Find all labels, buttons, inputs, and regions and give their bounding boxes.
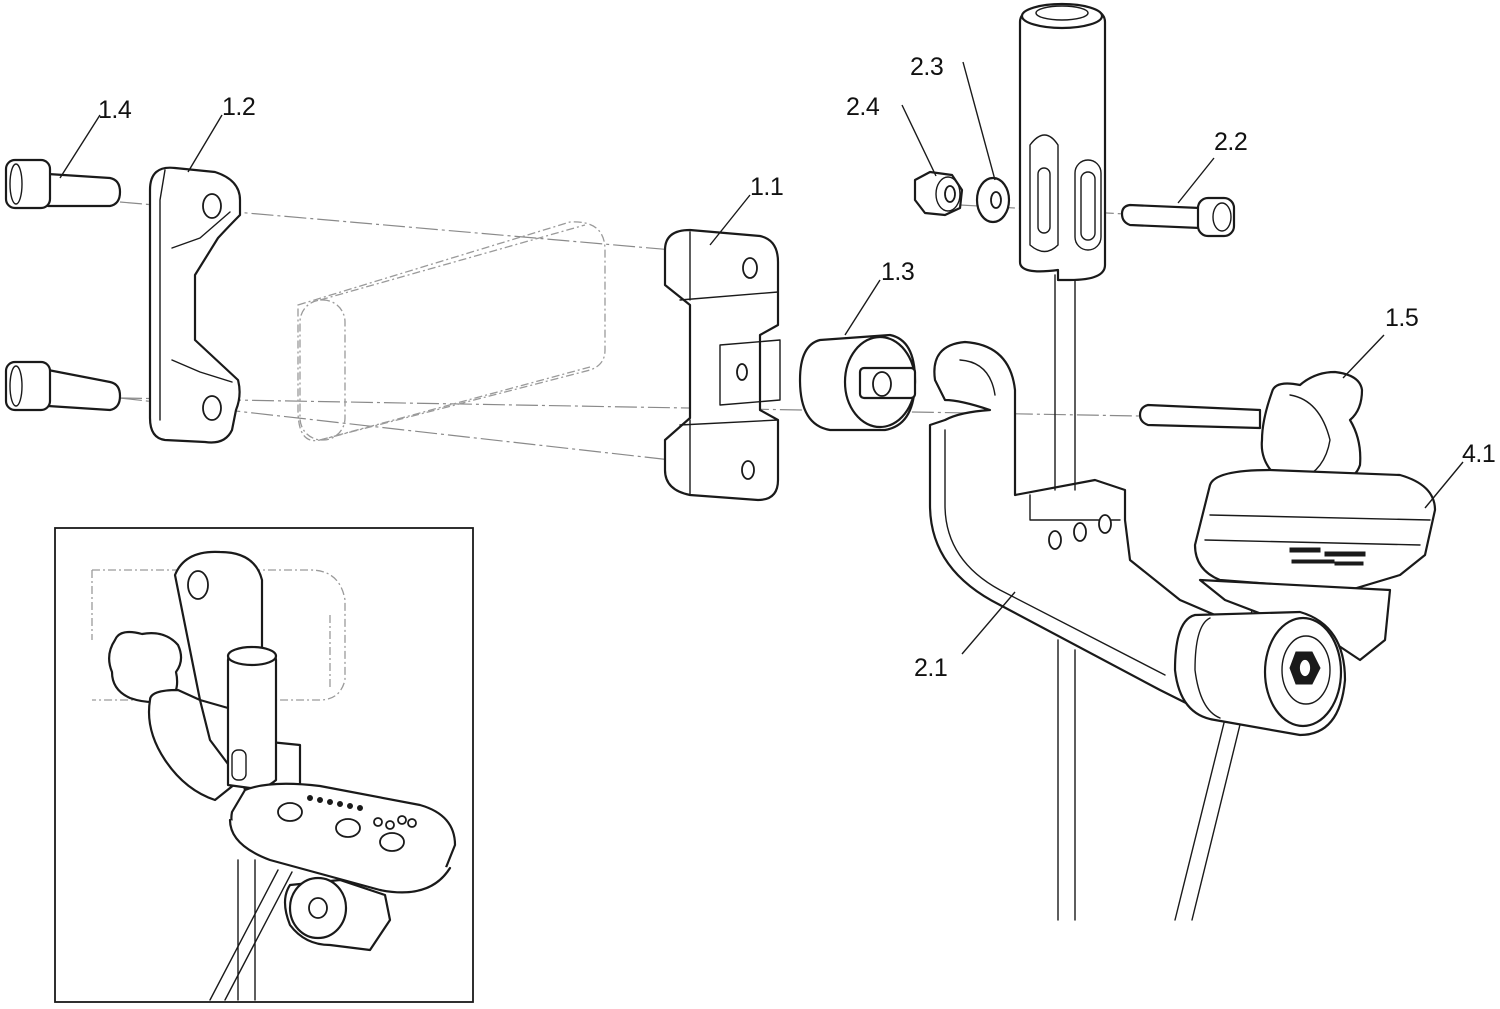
cap-screw [1120, 196, 1236, 238]
assembled-view-inset [54, 527, 474, 1003]
callout-2-1: 2.1 [914, 654, 947, 682]
clamp-block [663, 228, 781, 502]
callout-1-5: 1.5 [1385, 304, 1418, 332]
callout-2-4: 2.4 [846, 93, 880, 121]
bolt-upper [4, 158, 122, 210]
phantom-tube [297, 221, 606, 442]
bushing [798, 333, 917, 432]
washer [975, 176, 1011, 224]
mounting-bracket [928, 340, 1232, 707]
callout-1-1: 1.1 [750, 173, 783, 201]
callout-2-2: 2.2 [1214, 128, 1247, 156]
bolt-lower [4, 360, 122, 412]
slotted-post [1018, 2, 1107, 282]
callout-1-2: 1.2 [222, 93, 255, 121]
star-knob [1138, 370, 1364, 497]
callout-labels: 1.4 1.2 1.1 1.3 2.4 2.3 2.2 1.5 4.1 2.1 [98, 53, 1496, 682]
callout-1-4: 1.4 [98, 96, 132, 124]
callout-1-3: 1.3 [881, 258, 914, 286]
hex-nut [913, 170, 964, 217]
leader-lines [59, 61, 1464, 655]
clamp-plate [148, 166, 242, 444]
wheel [1173, 610, 1347, 737]
callout-2-3: 2.3 [910, 53, 943, 81]
callout-4-1: 4.1 [1462, 440, 1495, 468]
